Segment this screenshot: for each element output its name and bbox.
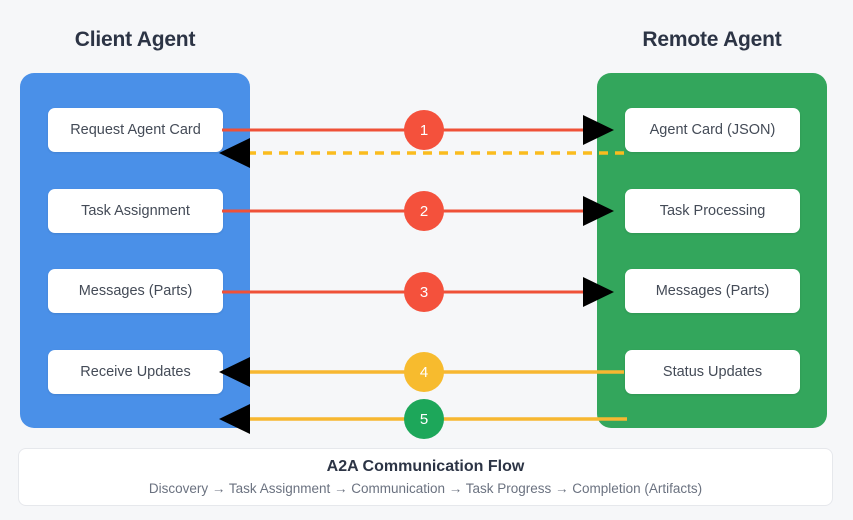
step-badge-5-label: 5 [419, 410, 429, 428]
step-badge-1: 1 [404, 110, 444, 150]
step-badge-2-label: 2 [419, 202, 429, 220]
client-node-task-assignment[interactable]: Task Assignment [48, 189, 223, 233]
step-badge-3-label: 3 [419, 283, 429, 301]
remote-column-title: Remote Agent [642, 28, 782, 51]
summary-title: A2A Communication Flow [326, 457, 525, 475]
step-badge-3: 3 [404, 272, 444, 312]
step-badge-1-label: 1 [419, 121, 429, 139]
remote-node-task-processing[interactable]: Task Processing [625, 189, 800, 233]
remote-node-status-updates[interactable]: Status Updates [625, 350, 800, 394]
remote-node-messages-parts[interactable]: Messages (Parts) [625, 269, 800, 313]
step-badge-4-label: 4 [419, 363, 429, 381]
summary-panel: A2A Communication Flow Discovery → Task … [18, 448, 833, 506]
step-badge-5: 5 [404, 399, 444, 439]
step-badge-4: 4 [404, 352, 444, 392]
client-column-title: Client Agent [74, 28, 196, 51]
client-node-request-agent-card[interactable]: Request Agent Card [48, 108, 223, 152]
step-badge-2: 2 [404, 191, 444, 231]
summary-subtitle: Discovery → Task Assignment → Communicat… [148, 480, 703, 496]
client-node-messages-parts[interactable]: Messages (Parts) [48, 269, 223, 313]
client-node-receive-updates[interactable]: Receive Updates [48, 350, 223, 394]
remote-node-agent-card-json[interactable]: Agent Card (JSON) [625, 108, 800, 152]
